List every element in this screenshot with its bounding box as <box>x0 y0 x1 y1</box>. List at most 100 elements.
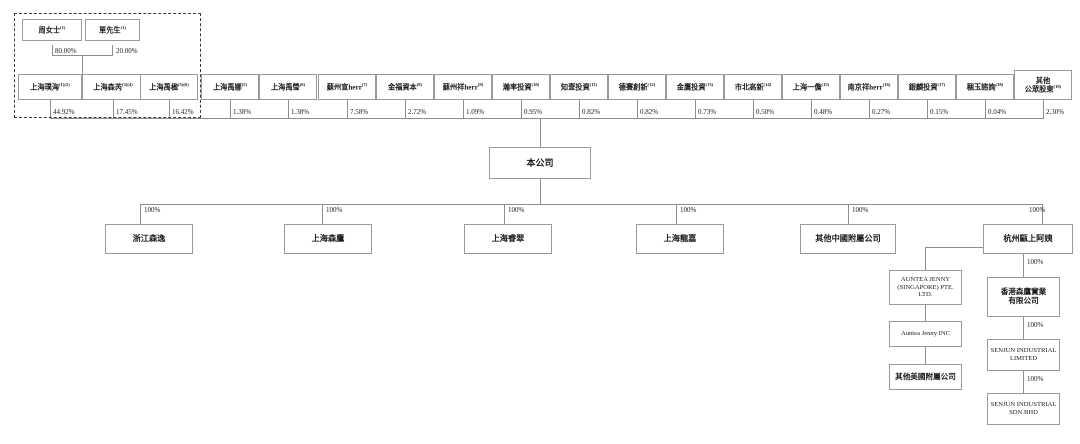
line-shan-stem <box>112 45 113 55</box>
pct-sh9: 0.95% <box>524 108 543 116</box>
line-subsidiary-bus <box>140 204 1042 205</box>
hk3-line1: SENJUN INDUSTRIAL <box>990 401 1057 409</box>
shareholder-sh17-label: 稇玉諮詢 <box>966 83 996 92</box>
node-subsidiary-sub6[interactable]: 杭州甌上阿姨 <box>983 224 1073 254</box>
shareholder-sh18-sup: (19) <box>1053 83 1062 89</box>
pct-sh11: 0.82% <box>640 108 659 116</box>
node-us-chain-us2[interactable]: Auntea Jenny INC <box>889 321 962 347</box>
node-hk-chain-hk3[interactable]: SENJUN INDUSTRIAL SDN.BHD <box>987 393 1060 425</box>
node-shareholder-sh17[interactable]: 稇玉諮詢(18) <box>956 74 1014 100</box>
line-controller-to-sh1 <box>82 55 83 74</box>
node-shareholder-sh18[interactable]: 其他 公眾股東(19) <box>1014 70 1072 100</box>
node-company[interactable]: 本公司 <box>489 147 591 179</box>
pct-sh15: 0.27% <box>872 108 891 116</box>
pct-zhou: 80.00% <box>55 47 77 55</box>
node-shareholder-sh10[interactable]: 知壹投資(11) <box>550 74 608 100</box>
subsidiary-sub4-label: 上海龍嘉 <box>663 234 697 244</box>
pct-shan: 20.00% <box>116 47 138 55</box>
node-shareholder-sh6[interactable]: 蘇州宣herr(7) <box>318 74 376 100</box>
node-us-chain-us1[interactable]: AUNTEA JENNY (SINGAPORE) PTE. LTD. <box>889 270 962 305</box>
hk2-line2: LIMITED <box>1009 355 1038 362</box>
node-shareholder-sh12[interactable]: 金鷹投資(13) <box>666 74 724 100</box>
line-sub2-stem <box>322 204 323 224</box>
shareholder-sh5-label: 上海禹瑩 <box>270 83 300 92</box>
hk1-line2: 有限公司 <box>1008 296 1039 305</box>
node-shareholder-sh1[interactable]: 上海璞海(1)(2) <box>18 74 82 100</box>
shareholder-sh6-label: 蘇州宣herr <box>326 83 362 92</box>
shareholder-sh3-sup: (5)(6) <box>178 81 189 87</box>
node-subsidiary-sub4[interactable]: 上海龍嘉 <box>636 224 724 254</box>
shareholder-sh5-sup: (6) <box>299 81 306 87</box>
node-shareholder-sh2[interactable]: 上海森芮(3)(4) <box>82 74 144 100</box>
line-sub1-stem <box>140 204 141 224</box>
shareholder-sh14-label: 上海一儋 <box>792 83 822 92</box>
pct-sh10: 0.82% <box>582 108 601 116</box>
line-sh3-stem <box>169 100 170 118</box>
pct-hk2: 100% <box>1027 321 1044 329</box>
node-shareholder-sh14[interactable]: 上海一儋(15) <box>782 74 840 100</box>
line-zhou-stem <box>52 45 53 55</box>
pct-sh17: 0.04% <box>988 108 1007 116</box>
pct-sh1: 44.92% <box>53 108 75 116</box>
shareholder-sh3-label: 上海禹楹 <box>149 83 179 92</box>
node-controller-shan[interactable]: 單先生(1) <box>85 19 140 41</box>
subsidiary-sub2-label: 上海森鷹 <box>311 234 345 244</box>
node-shareholder-sh5[interactable]: 上海禹瑩(6) <box>259 74 317 100</box>
node-shareholder-sh3[interactable]: 上海禹楹(5)(6) <box>140 74 198 100</box>
controller-shan-label: 單先生 <box>99 26 121 35</box>
node-shareholder-sh15[interactable]: 南京祥herr(16) <box>840 74 898 100</box>
line-hk2-to-hk3 <box>1023 371 1024 393</box>
us1-line1: AUNTEA JENNY <box>900 276 951 284</box>
line-hangzhou-to-hk1 <box>1023 254 1024 277</box>
pct-sh12: 0.73% <box>698 108 717 116</box>
shareholder-sh9-sup: (10) <box>531 81 540 87</box>
pct-sub2: 100% <box>326 206 343 214</box>
shareholder-sh18-label2: 公眾股東 <box>1024 85 1054 94</box>
shareholder-sh16-label: 銀麟投資 <box>908 83 938 92</box>
pct-sh4: 1.38% <box>233 108 252 116</box>
line-hk1-to-hk2 <box>1023 317 1024 339</box>
line-sh10-stem <box>579 100 580 118</box>
line-sh4-stem <box>230 100 231 118</box>
shareholder-sh4-label: 上海禹娜 <box>212 83 242 92</box>
shareholder-sh14-sup: (15) <box>821 81 830 87</box>
line-company-stem <box>540 179 541 204</box>
node-subsidiary-sub1[interactable]: 浙江森逸 <box>105 224 193 254</box>
node-hk-chain-hk2[interactable]: SENJUN INDUSTRIAL LIMITED <box>987 339 1060 371</box>
line-bus-to-company <box>540 118 541 147</box>
node-shareholder-sh11[interactable]: 德賽創新(12) <box>608 74 666 100</box>
node-controller-zhou[interactable]: 周女士(1) <box>22 19 82 41</box>
line-sh6-stem <box>347 100 348 118</box>
us1-line2: (SINGAPORE) PTE. LTD. <box>897 283 954 299</box>
line-sh15-stem <box>869 100 870 118</box>
node-hk-chain-hk1[interactable]: 香港森鷹實業 有限公司 <box>987 277 1060 317</box>
line-sub4-stem <box>676 204 677 224</box>
pct-sub1: 100% <box>144 206 161 214</box>
line-sh17-stem <box>985 100 986 118</box>
shareholder-sh18-label: 其他 <box>1035 76 1051 85</box>
line-hangzhou-to-us-branch <box>925 247 983 248</box>
shareholder-sh15-sup: (16) <box>882 81 891 87</box>
shareholder-sh15-label: 南京祥herr <box>847 83 883 92</box>
node-shareholder-sh4[interactable]: 上海禹娜(5) <box>201 74 259 100</box>
node-subsidiary-sub3[interactable]: 上海睿翠 <box>464 224 552 254</box>
node-shareholder-sh16[interactable]: 銀麟投資(17) <box>898 74 956 100</box>
node-shareholder-sh8[interactable]: 蘇州祥herr(9) <box>434 74 492 100</box>
pct-sub4: 100% <box>680 206 697 214</box>
shareholder-sh11-label: 德賽創新 <box>618 83 648 92</box>
node-subsidiary-sub5[interactable]: 其他中國附屬公司 <box>800 224 896 254</box>
line-sub3-stem <box>504 204 505 224</box>
node-us-chain-us3[interactable]: 其他美國附屬公司 <box>889 364 962 390</box>
pct-sub5: 100% <box>852 206 869 214</box>
pct-sh13: 0.50% <box>756 108 775 116</box>
hk2-line1: SENJUN INDUSTRIAL <box>990 347 1057 355</box>
pct-sh16: 0.15% <box>930 108 949 116</box>
node-subsidiary-sub2[interactable]: 上海森鷹 <box>284 224 372 254</box>
node-shareholder-sh13[interactable]: 市北高新(14) <box>724 74 782 100</box>
line-sh8-stem <box>463 100 464 118</box>
node-shareholder-sh9[interactable]: 瀚率投資(10) <box>492 74 550 100</box>
company-label: 本公司 <box>526 157 554 168</box>
pct-sh6: 7.58% <box>350 108 369 116</box>
node-shareholder-sh7[interactable]: 金福資本(8) <box>376 74 434 100</box>
